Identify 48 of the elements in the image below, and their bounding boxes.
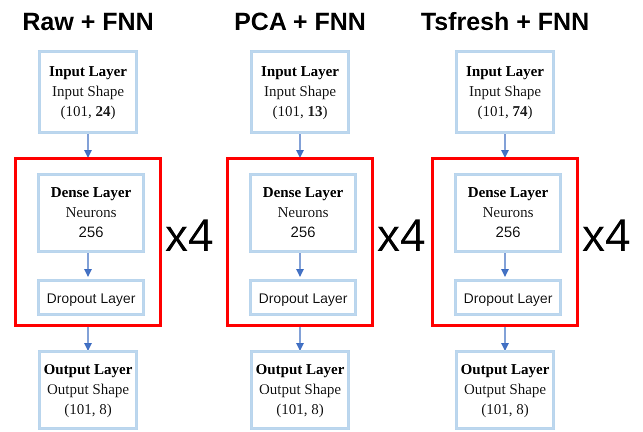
layer-detail: 256 — [290, 223, 316, 243]
layer-box — [37, 279, 145, 316]
column-heading: Tsfresh + FNN — [420, 7, 590, 38]
layer-detail: Output Shape (101, 8) — [258, 381, 342, 420]
layer-box — [454, 279, 562, 316]
layer-box — [454, 173, 562, 253]
layer-detail: Neurons — [278, 204, 328, 223]
layer-box — [455, 50, 555, 134]
layer-detail: Output Shape (101, 8) — [46, 381, 130, 420]
layer-box — [37, 173, 145, 253]
repeat-count: x4 — [582, 210, 631, 260]
arrow — [296, 134, 304, 158]
layer-title: Output Layer — [44, 361, 132, 380]
column-heading: Raw + FNN — [22, 7, 154, 38]
layer-title: Output Layer — [256, 361, 344, 380]
layer-detail: Input Shape (101, 74) — [468, 83, 542, 122]
layer-detail: Input Shape (101, 24) — [50, 83, 126, 122]
layer-box — [250, 350, 350, 430]
arrow — [84, 327, 92, 351]
column-heading: PCA + FNN — [234, 7, 366, 38]
repeat-count: x4 — [165, 210, 214, 260]
layer-detail: 256 — [78, 223, 104, 243]
layer-box — [249, 173, 357, 253]
layer-box — [455, 350, 555, 430]
layer-title: Output Layer — [460, 361, 550, 380]
layer-title: Dense Layer — [50, 184, 132, 203]
layer-detail: 256 — [495, 223, 521, 243]
layer-title: Dropout Layer — [464, 288, 552, 308]
layer-box — [249, 279, 357, 316]
layer-title: Input Layer — [261, 63, 339, 82]
arrow — [296, 327, 304, 351]
layer-detail: Neurons — [66, 204, 116, 223]
layer-box — [38, 50, 138, 134]
layer-box — [250, 50, 350, 134]
arrow — [84, 134, 92, 158]
arrow — [501, 327, 509, 351]
layer-detail: Output Shape (101, 8) — [462, 381, 548, 420]
layer-title: Dense Layer — [468, 184, 548, 203]
layer-title: Dense Layer — [262, 184, 344, 203]
repeat-count: x4 — [377, 210, 426, 260]
layer-title: Input Layer — [49, 63, 127, 82]
layer-title: Dropout Layer — [258, 288, 348, 308]
layer-detail: Neurons — [482, 204, 534, 223]
layer-box — [38, 350, 138, 430]
layer-detail: Input Shape (101, 13) — [262, 83, 338, 122]
layer-title: Dropout Layer — [46, 288, 136, 308]
layer-title: Input Layer — [466, 63, 544, 82]
arrow — [501, 134, 509, 158]
